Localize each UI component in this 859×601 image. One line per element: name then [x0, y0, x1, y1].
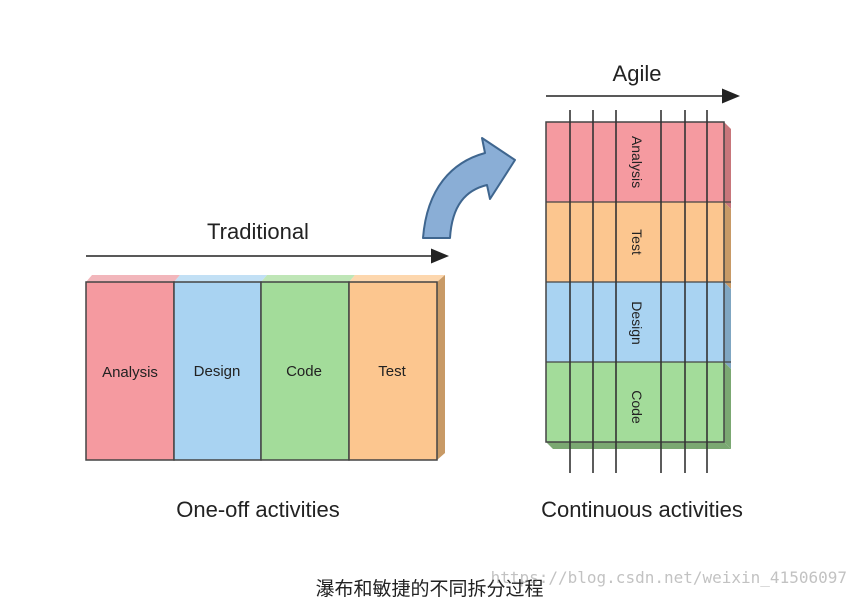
agile-phase-label-analysis: Analysis	[629, 136, 645, 188]
traditional-phase-label-test: Test	[378, 363, 406, 380]
agile-band-test	[546, 202, 724, 282]
agile-caption: Continuous activities	[541, 497, 743, 522]
agile-phase-label-code: Code	[629, 390, 645, 424]
traditional-phase-blocks	[85, 275, 445, 461]
traditional-phase-label-analysis: Analysis	[102, 364, 158, 381]
design-block	[173, 281, 262, 461]
agile-band-code	[546, 362, 724, 442]
analysis-block	[85, 281, 175, 461]
test-block-top	[349, 275, 445, 282]
agile-iteration-lines	[569, 110, 708, 473]
source-watermark: https://blog.csdn.net/weixin_41506097	[490, 568, 847, 587]
agile-band-design-side	[724, 282, 731, 369]
footer-caption: 瀑布和敏捷的不同拆分过程	[315, 578, 544, 600]
design-block-top	[174, 275, 267, 282]
agile-band-design	[546, 282, 724, 362]
agile-band-test-side	[724, 202, 731, 289]
agile-stack-outline	[545, 121, 725, 443]
agile-stack-bottom	[546, 442, 731, 449]
traditional-title: Traditional	[207, 219, 309, 244]
agile-band-code-side	[724, 362, 731, 449]
code-block-top	[261, 275, 355, 282]
traditional-caption: One-off activities	[176, 497, 339, 522]
agile-phase-label-design: Design	[629, 301, 645, 345]
footer-band	[0, 555, 859, 598]
traditional-phase-label-code: Code	[286, 363, 322, 380]
agile-band-analysis	[546, 122, 724, 202]
test-block-side	[437, 275, 445, 460]
traditional-phase-label-design: Design	[194, 363, 241, 380]
test-block	[348, 281, 438, 461]
agile-phase-label-test: Test	[629, 229, 645, 255]
analysis-block-top	[86, 275, 180, 282]
transition-curved-arrow-icon	[422, 137, 516, 239]
agile-band-analysis-side	[724, 122, 731, 209]
code-block	[260, 281, 350, 461]
agile-title: Agile	[613, 61, 662, 86]
